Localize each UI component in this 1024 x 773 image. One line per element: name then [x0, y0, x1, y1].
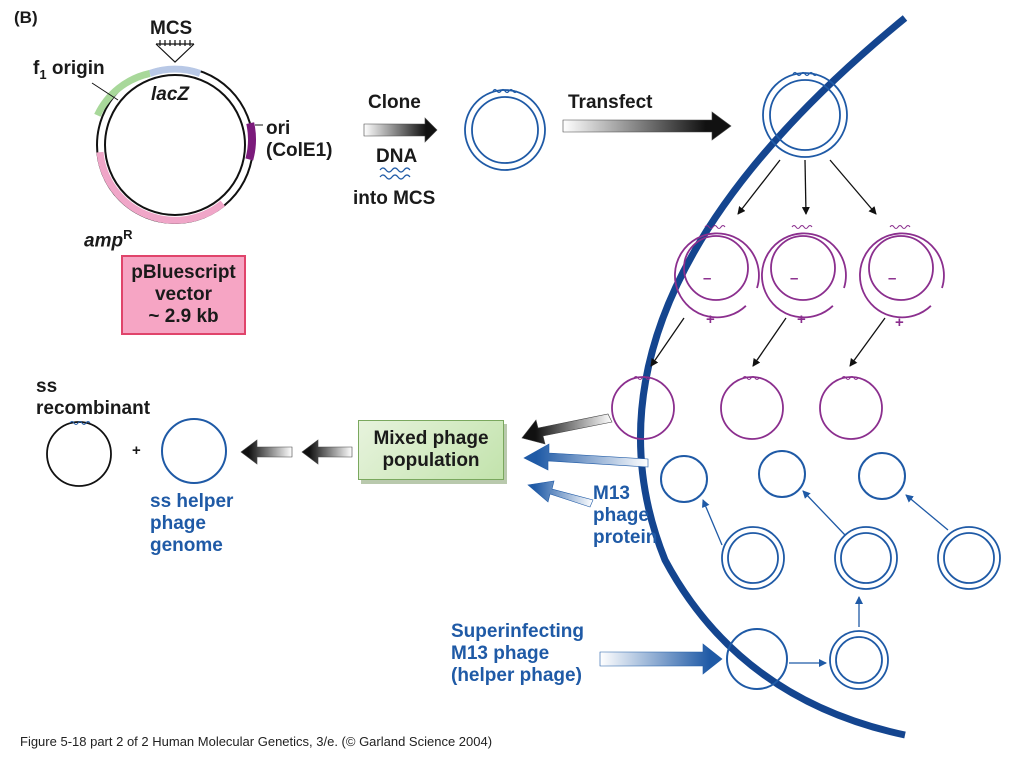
lacz-label: lacZ — [151, 84, 190, 105]
phage-export-arrow — [521, 413, 613, 445]
mcs-label: MCS — [150, 18, 193, 39]
minus-strand-label-2: – — [790, 270, 799, 287]
helper-arrow-3 — [905, 494, 949, 531]
cell-membrane — [637, 15, 908, 739]
ori-label: ori(ColE1) — [266, 118, 333, 161]
into-mcs-label: into MCS — [353, 188, 436, 209]
helper-arrow-1 — [702, 499, 723, 546]
minus-strand-label-3: – — [888, 270, 897, 287]
plus-strand-label-2: + — [797, 311, 806, 328]
cell-insert-wave-icon — [792, 71, 818, 77]
product-insert-wave-icon — [69, 420, 91, 426]
clone-label: Clone — [368, 92, 421, 113]
plus-sign: + — [132, 442, 141, 459]
superinfecting-phage-circle — [726, 628, 788, 690]
superinfect-arrow — [599, 643, 723, 675]
transfect-arrow — [562, 111, 732, 141]
dna-insert-icon — [379, 167, 411, 180]
minus-strand-label-1: – — [703, 270, 712, 287]
f1-leader — [91, 82, 119, 101]
product-arrow-2 — [240, 439, 293, 465]
purple-insert-waves — [704, 224, 911, 230]
ss-helper-circles — [660, 450, 906, 503]
recombinant-plasmid — [464, 89, 546, 171]
f1-origin-label: f1 origin — [33, 58, 105, 82]
lacz-segment — [148, 65, 202, 77]
transfect-label: Transfect — [568, 92, 653, 113]
m13-protein-arrow-2 — [527, 480, 594, 508]
plus-strand-label-3: + — [895, 314, 904, 331]
f1-origin-segment — [94, 69, 151, 117]
figure-caption: Figure 5-18 part 2 of 2 Human Molecular … — [20, 734, 493, 749]
ss-recombinant-circle — [46, 421, 112, 487]
insert-wave-icon — [492, 88, 518, 94]
ds-helper-circles — [721, 526, 1001, 690]
ori-segment — [245, 122, 256, 161]
replication-arrow-3 — [829, 159, 877, 215]
amp-segment — [96, 151, 226, 224]
panel-label: (B) — [14, 8, 38, 27]
clone-arrow — [363, 117, 438, 143]
dna-label: DNA — [376, 146, 418, 167]
m13-protein-arrow-1 — [523, 443, 649, 471]
helper-arrow-2 — [802, 490, 846, 536]
purple-plasmids — [674, 232, 945, 319]
ss-arrow-1 — [650, 317, 685, 367]
product-arrow-1 — [301, 439, 353, 465]
replication-arrow-1 — [737, 159, 781, 215]
replication-arrow-2 — [801, 159, 810, 215]
ss-arrow-2 — [752, 317, 787, 367]
pbluescript-plasmid — [94, 65, 256, 224]
cell-plasmid — [762, 72, 848, 158]
plus-strand-label-1: + — [706, 311, 715, 328]
mcs-marker — [155, 40, 195, 63]
ss-arrow-3 — [849, 317, 886, 367]
ss-helper-genome-circle — [161, 418, 227, 484]
amp-label: ampR — [84, 227, 133, 252]
ss-recombinant-circles — [611, 376, 883, 440]
